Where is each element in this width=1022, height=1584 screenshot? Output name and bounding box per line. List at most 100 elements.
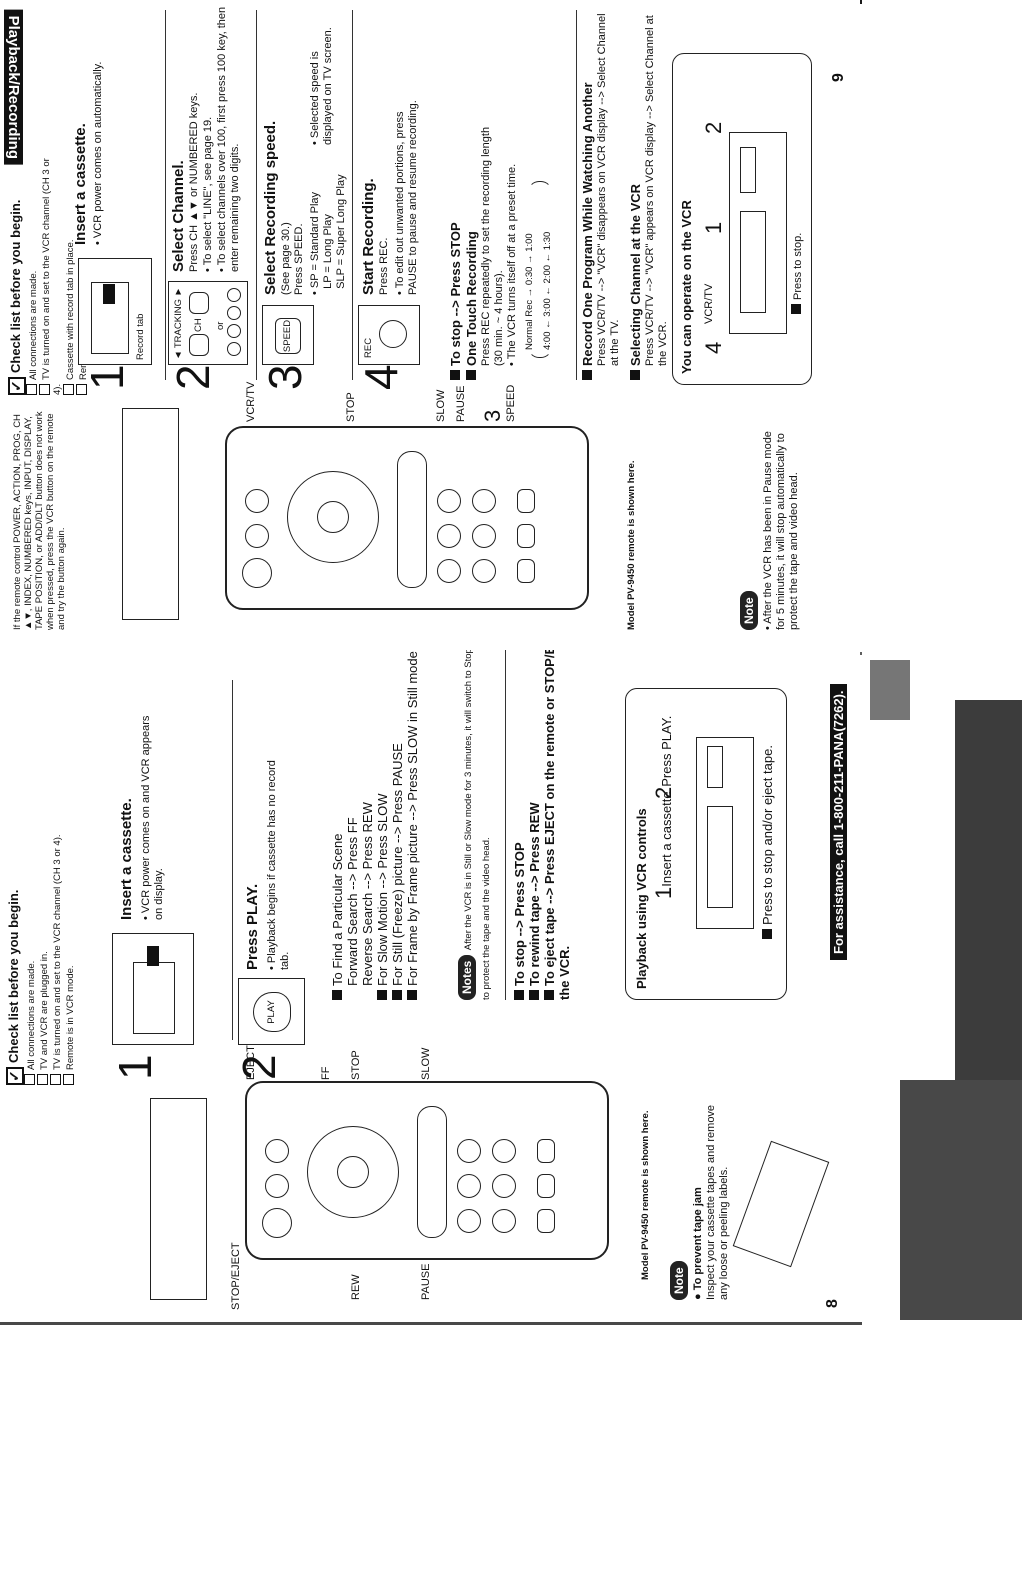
operate-num-1: 1 xyxy=(701,221,726,234)
page-number: 9 xyxy=(830,73,847,82)
label-3: 3 xyxy=(480,409,505,422)
vcr-stop-note: Press to stop and/or eject tape. xyxy=(760,745,775,939)
record-tab-label: Record tab xyxy=(135,313,146,360)
select-vcr-text: Press VCR/TV --> "VCR" appears on VCR di… xyxy=(644,15,669,366)
checklist-item: TV is turned on and set to the VCR chann… xyxy=(39,158,63,395)
checklist-item: Remote is in VCR mode. xyxy=(63,825,76,1085)
page-number: 8 xyxy=(824,1299,841,1308)
operate-num-4: 4 xyxy=(701,341,726,354)
step-1-title: Insert a cassette. xyxy=(72,123,89,245)
ch-up-key xyxy=(189,334,209,356)
model-note: Model PV-9450 remote is shown here. xyxy=(640,1110,651,1280)
step-2-number: 2 xyxy=(167,364,219,390)
step-2-bullet: • To select "LINE", see page 19. xyxy=(202,116,214,272)
operate-num-2: 2 xyxy=(701,121,726,134)
remote-button xyxy=(492,1139,516,1163)
remote-dpad-center xyxy=(337,1156,369,1188)
remote-button xyxy=(537,1209,555,1233)
label-stop-eject: STOP/EJECT xyxy=(230,1242,242,1310)
note-badge: Note xyxy=(670,1261,688,1300)
number-key xyxy=(227,288,241,302)
step-2-title: Select Channel. xyxy=(170,160,187,272)
vcr-step-1: 1Insert a cassette. xyxy=(651,787,676,899)
play-icon: PLAY xyxy=(253,992,291,1032)
header-banner: Playback/Recording xyxy=(4,9,23,165)
speed-key-illustration: SPEED xyxy=(262,305,314,365)
bullet-square-icon xyxy=(450,370,460,380)
remote-hint-text: If the remote control POWER, ACTION, PRO… xyxy=(12,411,67,630)
note-text: • After the VCR has been in Pause mode f… xyxy=(762,431,800,630)
cassette-slot xyxy=(740,211,766,313)
remote-button xyxy=(537,1139,555,1163)
note-badge: Note xyxy=(740,591,758,630)
tape-jam-note: Note ● To prevent tape jam Inspect your … xyxy=(670,1100,731,1300)
checklist-title: Check list before you begin. xyxy=(8,199,23,373)
record-button-icon xyxy=(379,320,407,348)
cassette-label-illustration xyxy=(732,1140,830,1268)
channel-keys-illustration: ◄ TRACKING ► CH or xyxy=(168,281,248,365)
check-icon: ✓ xyxy=(6,1067,24,1085)
check-icon: ✓ xyxy=(8,377,26,395)
vcr-front-illustration xyxy=(696,737,754,929)
vcr-controls-box: Playback using VCR controls 1Insert a ca… xyxy=(625,688,787,1000)
checklist-item: All connections are made. xyxy=(24,825,37,1085)
step-1-title: Insert a cassette. xyxy=(118,798,135,920)
bullet-square-icon xyxy=(514,990,524,1000)
otr-line: (30 min. ~ 4 hours). xyxy=(493,270,505,366)
page-9: Playback/Recording If the remote control… xyxy=(0,0,860,650)
arrow-icon xyxy=(103,284,115,304)
remote-button xyxy=(472,559,496,583)
checkbox-icon xyxy=(63,384,74,395)
label-speed: SPEED xyxy=(505,384,517,422)
rec-label: REC xyxy=(363,337,374,358)
step-1-number: 1 xyxy=(81,364,133,390)
remote-button xyxy=(437,489,461,513)
otr-cycle-loop xyxy=(528,181,552,358)
scan-shadow xyxy=(900,1080,1022,1320)
remote-button xyxy=(472,524,496,548)
remote-control-illustration xyxy=(225,426,589,610)
notes-badge: Notes xyxy=(458,954,476,1000)
scan-shadow xyxy=(0,1322,862,1325)
record-other-text: Press VCR/TV --> "VCR" disappears on VCR… xyxy=(596,13,621,366)
assistance-banner: For assistance, call 1-800-211-PANA(7262… xyxy=(830,684,847,960)
remote-button xyxy=(537,1174,555,1198)
checklist-item: TV and VCR are plugged in. xyxy=(37,825,50,1085)
label-slow: SLOW xyxy=(435,389,447,422)
remote-button xyxy=(437,559,461,583)
step-2-bullet: • Playback begins if cassette has no rec… xyxy=(266,760,291,970)
step-2-bullet: • To select channels over 100, first pre… xyxy=(216,6,241,272)
remote-button xyxy=(262,1208,292,1238)
label-pause: PAUSE xyxy=(455,385,467,422)
remote-dpad-center xyxy=(317,501,349,533)
otr-line: Press REC repeatedly to set the recordin… xyxy=(480,126,492,366)
cassette-slot xyxy=(707,806,733,908)
checkbox-icon xyxy=(26,384,37,395)
label-vcrtv: VCR/TV xyxy=(245,381,257,422)
remote-button xyxy=(265,1139,289,1163)
bullet-square-icon xyxy=(544,990,554,1000)
vcr-top-illustration xyxy=(150,1098,207,1300)
remote-button xyxy=(457,1209,481,1233)
rec-key-illustration: REC xyxy=(358,305,420,365)
or-label: or xyxy=(215,321,226,330)
step-1-bullet: • VCR power comes on and VCR appears on … xyxy=(140,715,165,920)
cassette-icon xyxy=(133,962,175,1034)
number-key xyxy=(227,342,241,356)
checklist: ✓Check list before you begin. All connec… xyxy=(6,825,76,1085)
record-tab-illustration: Record tab xyxy=(78,258,152,365)
bullet-square-icon xyxy=(392,990,402,1000)
step-4-title: Start Recording. xyxy=(360,178,377,295)
bullet-square-icon xyxy=(466,370,476,380)
otr-title: One Touch Recording xyxy=(464,231,479,380)
remote-button xyxy=(492,1209,516,1233)
model-note: Model PV-9450 remote is shown here. xyxy=(626,460,637,630)
step-4-line: Press REC. xyxy=(378,237,390,295)
page-9-content: Playback/Recording If the remote control… xyxy=(0,0,860,650)
step-3-bullet: • Selected speed is displayed on TV scre… xyxy=(309,27,334,145)
remote-button xyxy=(457,1139,481,1163)
remote-button xyxy=(492,1174,516,1198)
step-3-bullet: • SP = Standard Play LP = Long Play SLP … xyxy=(309,174,347,295)
label-ff: FF xyxy=(320,1066,332,1080)
operate-stop: Press to stop. xyxy=(791,233,805,314)
